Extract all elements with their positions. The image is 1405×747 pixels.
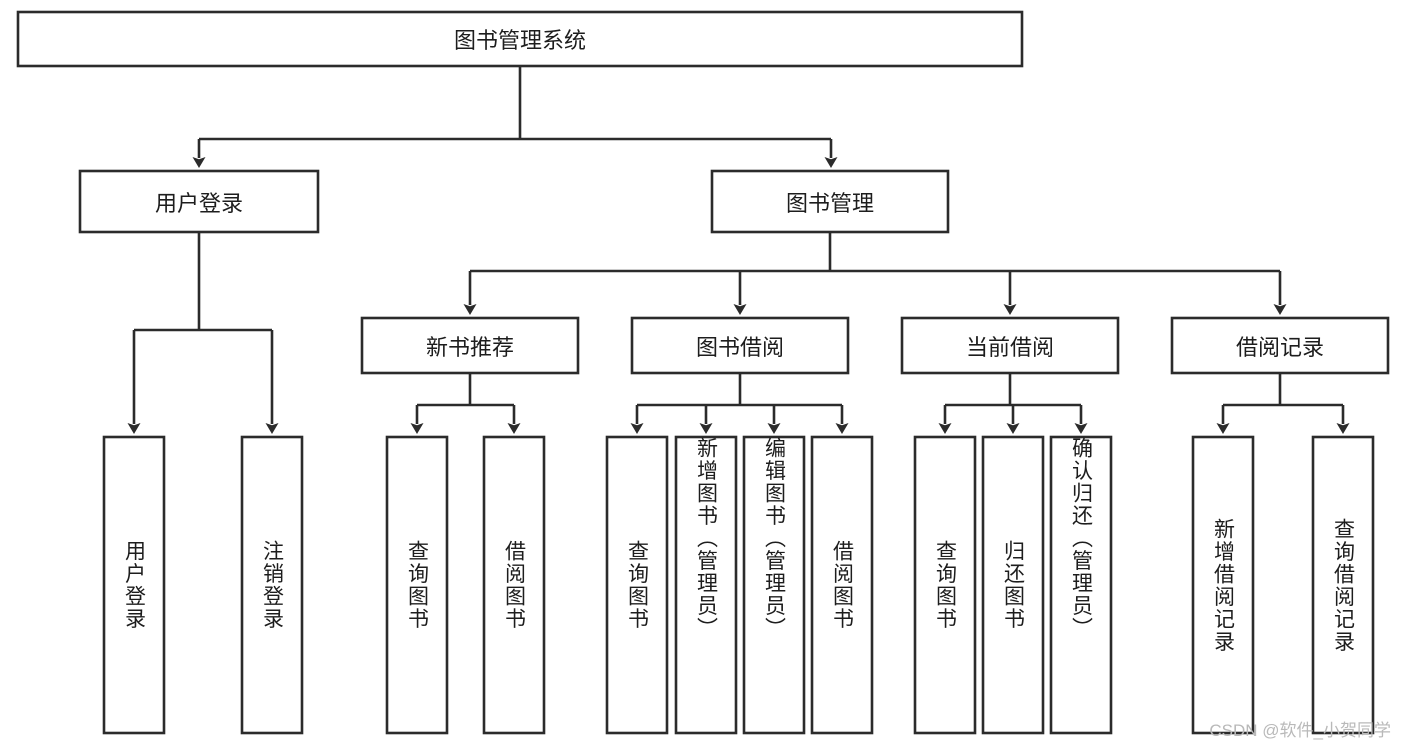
node-box-root[interactable] (16, 10, 1024, 68)
connector-records-to-leaves (1216, 373, 1350, 434)
connector-bookmgmt-to-submodules (463, 232, 1287, 315)
leaf-box-borrow-book-2[interactable] (810, 435, 874, 735)
node-box-book-borrow[interactable] (630, 316, 850, 375)
leaf-box-logout[interactable] (240, 435, 304, 735)
node-box-user-login[interactable] (78, 169, 320, 234)
leaf-box-borrow-book-1[interactable] (482, 435, 546, 735)
leaf-box-edit-book-admin[interactable] (742, 435, 806, 735)
node-box-current-borrow[interactable] (900, 316, 1120, 375)
leaf-box-return-book[interactable] (981, 435, 1045, 735)
connector-newbook-to-leaves (410, 373, 521, 434)
leaf-box-query-book-2[interactable] (605, 435, 669, 735)
leaf-box-query-borrow-record[interactable] (1311, 435, 1375, 735)
leaf-box-add-borrow-record[interactable] (1191, 435, 1255, 735)
node-box-new-book-recommend[interactable] (360, 316, 580, 375)
leaf-box-confirm-return-admin[interactable] (1049, 435, 1113, 735)
connector-userlogin-to-leaves (127, 232, 279, 434)
connector-borrow-to-leaves (630, 373, 849, 434)
leaf-box-add-book-admin[interactable] (674, 435, 738, 735)
leaf-box-query-book-3[interactable] (913, 435, 977, 735)
connector-current-to-leaves (938, 373, 1088, 434)
node-box-book-management[interactable] (710, 169, 950, 234)
leaf-box-user-login[interactable] (102, 435, 166, 735)
connector-root-to-modules (192, 66, 838, 168)
csdn-watermark: CSDN @软件_小贺同学 (1209, 721, 1391, 740)
node-box-borrow-records[interactable] (1170, 316, 1390, 375)
leaf-box-query-book-1[interactable] (385, 435, 449, 735)
